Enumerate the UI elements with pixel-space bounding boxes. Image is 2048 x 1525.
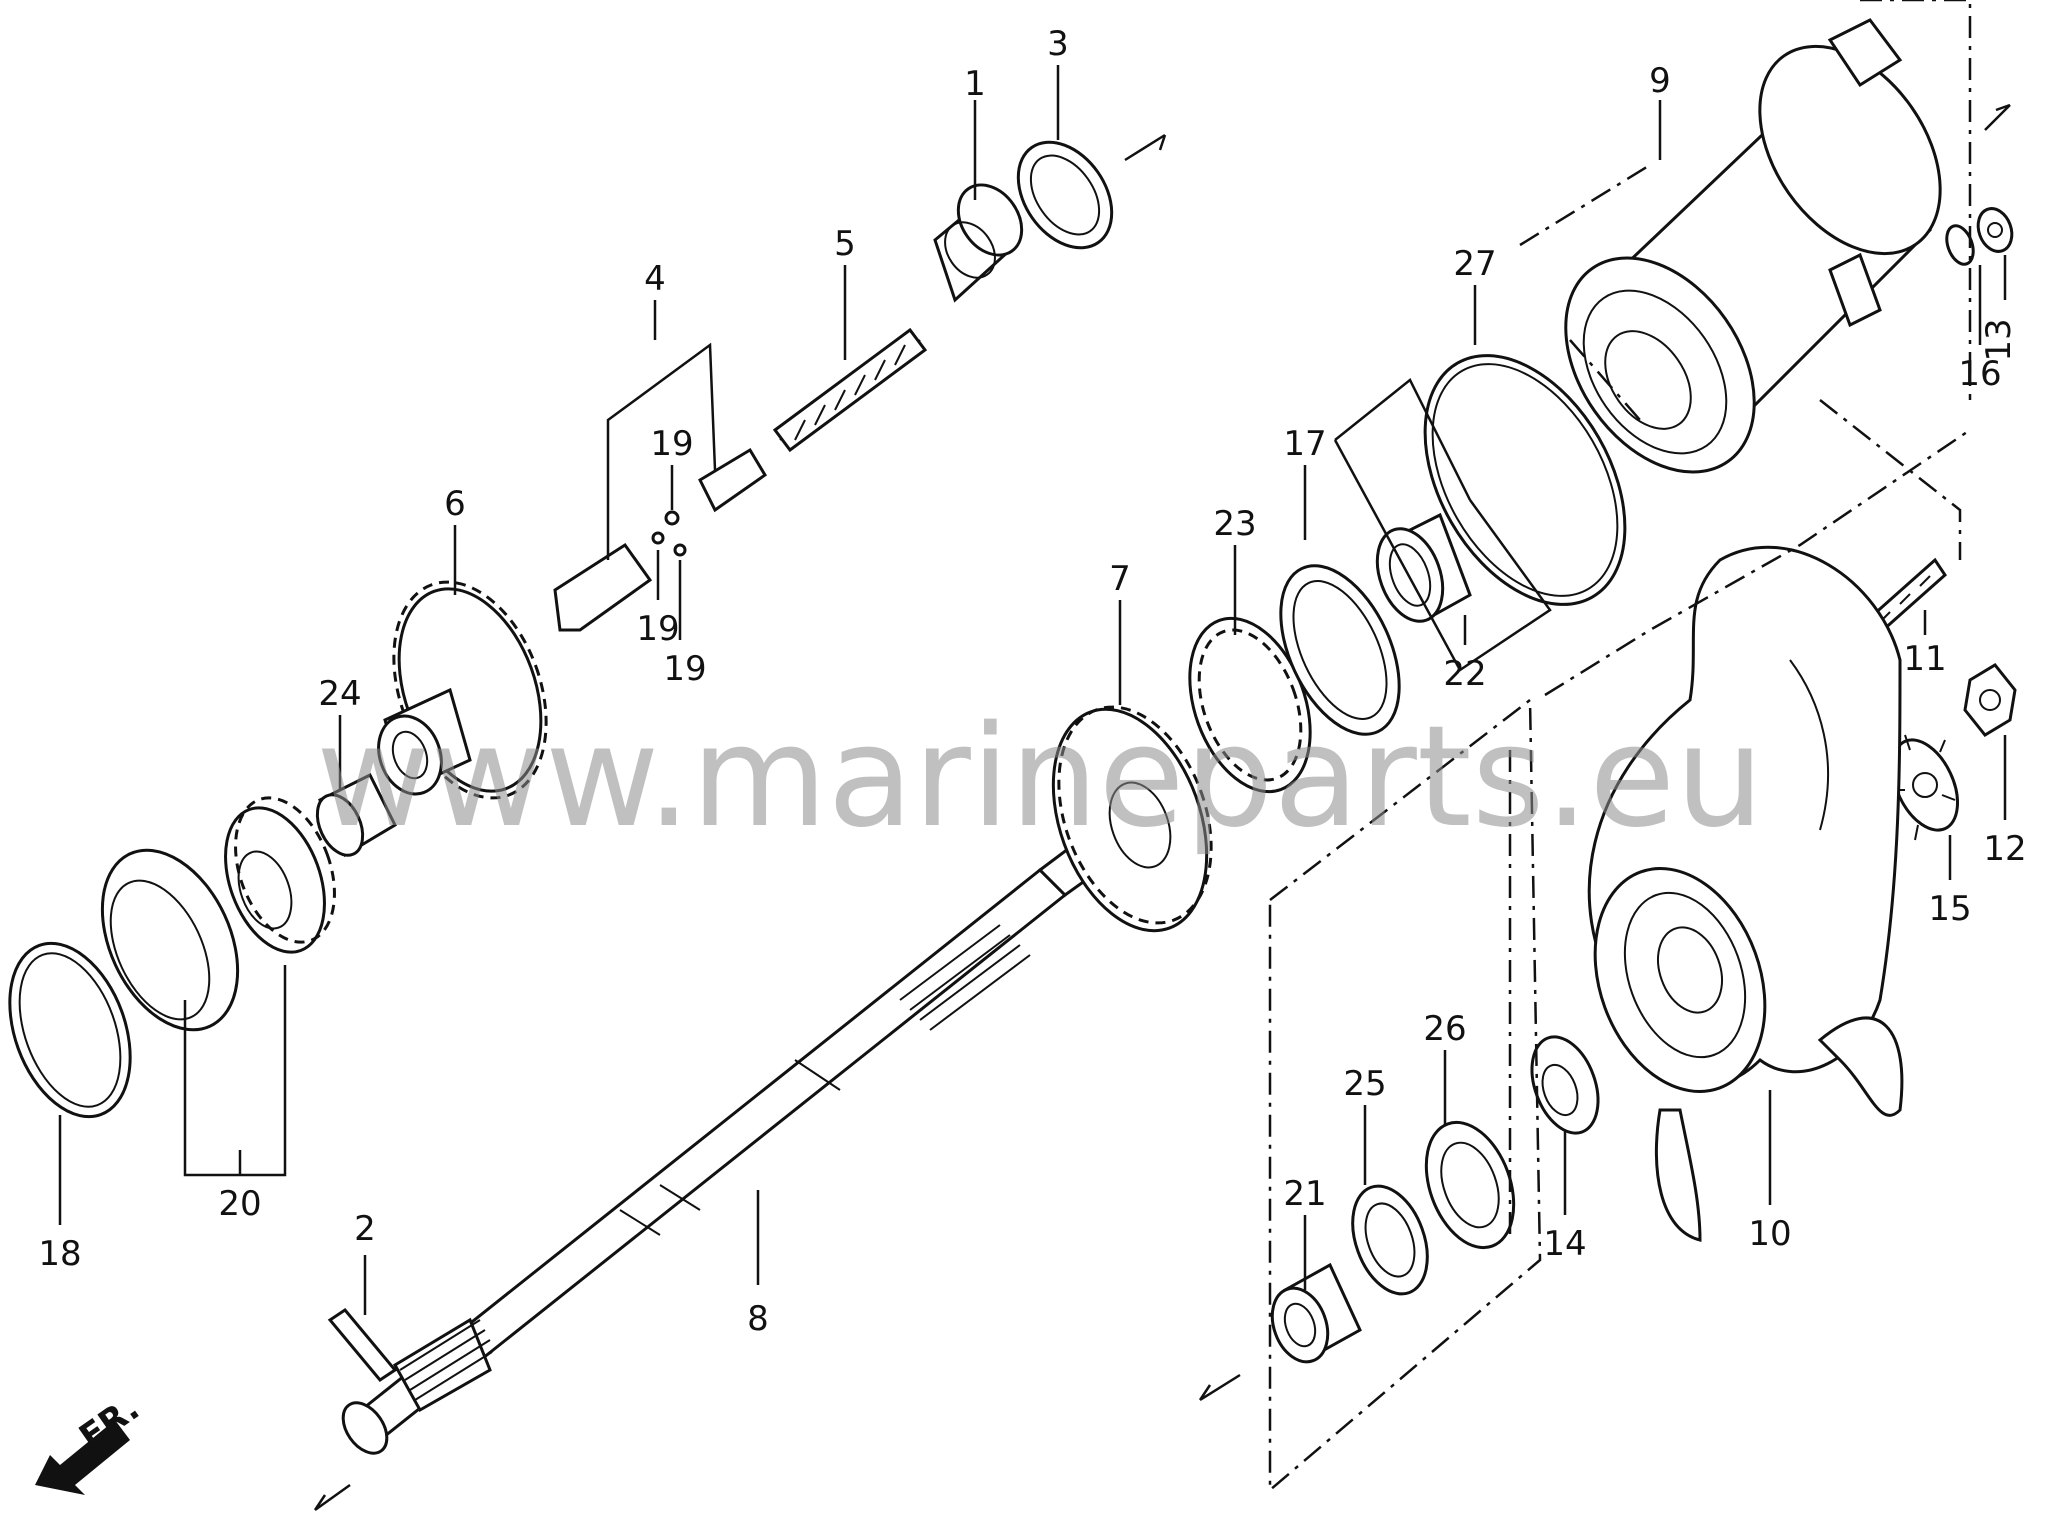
- callout-20: 20: [218, 1184, 261, 1224]
- callout-9: 9: [1649, 61, 1671, 101]
- part-5-spring: [772, 327, 928, 453]
- callout-21: 21: [1283, 1174, 1326, 1214]
- part-1-clutch: [933, 183, 1024, 303]
- callout-10: 10: [1748, 1214, 1791, 1254]
- assembly-lines: [1268, 0, 1972, 1493]
- part-26-seal: [1424, 1120, 1516, 1250]
- part-25-washer: [1351, 1184, 1429, 1296]
- part-17-washer: [1279, 564, 1401, 736]
- callout-19a: 19: [650, 424, 693, 464]
- part-2-pin: [327, 1308, 398, 1382]
- callout-11: 11: [1903, 639, 1946, 679]
- callout-13: 13: [1979, 318, 2019, 361]
- part-19-balls: [651, 510, 687, 557]
- part-10-propeller: [1587, 545, 1904, 1242]
- callout-26: 26: [1423, 1009, 1466, 1049]
- callout-14: 14: [1543, 1224, 1586, 1264]
- callout-4: 4: [644, 259, 666, 299]
- part-3-ring: [1016, 140, 1114, 250]
- part-8-propeller-shaft: [341, 837, 1103, 1455]
- callout-7: 7: [1109, 559, 1131, 599]
- part-14-spacer: [1530, 1035, 1600, 1135]
- part-9-bearing-holder: [1564, 18, 1942, 474]
- part-12-nut: [1963, 663, 2017, 737]
- callout-17: 17: [1283, 424, 1326, 464]
- callout-19b: 19: [636, 609, 679, 649]
- part-22-bearing: [1375, 512, 1472, 623]
- part-24-bearing: [315, 772, 397, 858]
- watermark: www.marineparts.eu: [316, 696, 1764, 859]
- callout-1: 1: [964, 64, 986, 104]
- callout-19c: 19: [663, 649, 706, 689]
- callout-5: 5: [834, 224, 856, 264]
- part-13-nut: [1976, 207, 2014, 253]
- callout-18: 18: [38, 1234, 81, 1274]
- callout-22: 22: [1443, 654, 1486, 694]
- part-6-gear: [377, 580, 548, 800]
- part-18-o-ring: [8, 941, 132, 1119]
- front-arrow-icon: [35, 1420, 130, 1495]
- callout-3: 3: [1047, 24, 1069, 64]
- callout-15: 15: [1928, 889, 1971, 929]
- callout-6: 6: [444, 484, 466, 524]
- group-brackets: [183, 342, 1552, 1177]
- callout-27: 27: [1453, 244, 1496, 284]
- leader-lines: [58, 65, 2007, 1315]
- callout-16: 16: [1958, 354, 2001, 394]
- callout-24: 24: [318, 674, 361, 714]
- callout-23: 23: [1213, 504, 1256, 544]
- part-4-shifter: [553, 447, 768, 632]
- part-7-bevel-gear: [1051, 705, 1213, 933]
- callout-2: 2: [354, 1209, 376, 1249]
- direction-arrows: [313, 103, 2011, 1512]
- callout-8: 8: [747, 1299, 769, 1339]
- part-20-bearing: [100, 796, 336, 1032]
- part-21-bushing: [1270, 1262, 1362, 1364]
- callout-25: 25: [1343, 1064, 1386, 1104]
- part-27-o-ring: [1423, 354, 1627, 606]
- part-16-washer: [1945, 224, 1975, 266]
- front-direction-indicator: FR.: [35, 1388, 147, 1495]
- callout-12: 12: [1983, 829, 2026, 869]
- callouts: 1 2 3 4 5 6 7 8 9 10 11 12 13 14 15 16 1…: [38, 24, 2026, 1339]
